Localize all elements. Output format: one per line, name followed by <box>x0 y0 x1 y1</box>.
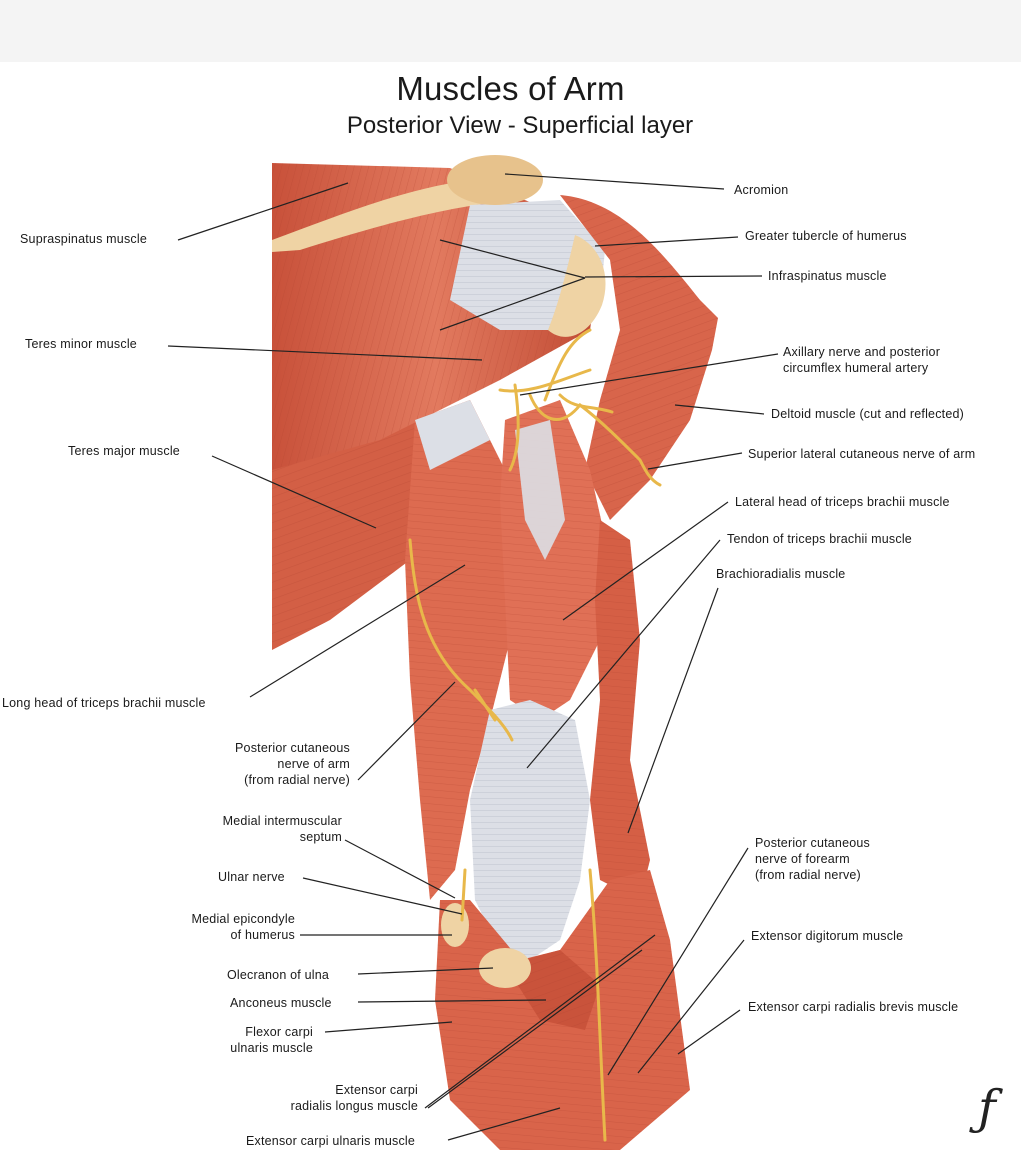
label-extensor-carpi-ulnaris: Extensor carpi ulnaris muscle <box>246 1134 416 1148</box>
label-teres-minor: Teres minor muscle <box>25 337 137 351</box>
label-greater-tubercle: Greater tubercle of humerus <box>745 229 907 243</box>
label-ulnar-nerve: Ulnar nerve <box>218 870 285 884</box>
label-flexor-carpi-ulnaris: Flexor carpi ulnaris muscle <box>230 1025 313 1055</box>
nerves <box>408 328 662 1142</box>
leader-lines <box>167 173 779 1141</box>
label-posterior-cutaneous-forearm: Posterior cutaneous nerve of forearm (fr… <box>755 836 870 882</box>
label-brachioradialis: Brachioradialis muscle <box>716 567 846 581</box>
label-medial-intermuscular-septum: Medial intermuscular septum <box>222 814 342 844</box>
label-extensor-carpi-radialis-brevis: Extensor carpi radialis brevis muscle <box>748 1000 959 1014</box>
top-bar <box>0 0 1021 62</box>
label-tendon-triceps: Tendon of triceps brachii muscle <box>727 532 912 546</box>
label-extensor-carpi-radialis-longus: Extensor carpi radialis longus muscle <box>290 1083 418 1113</box>
label-extensor-digitorum: Extensor digitorum muscle <box>751 929 904 943</box>
label-posterior-cutaneous-arm: Posterior cutaneous nerve of arm (from r… <box>235 741 350 787</box>
greater-tubercle-bone <box>548 235 606 337</box>
label-axillary-nerve: Axillary nerve and posterior circumflex … <box>783 345 941 375</box>
label-long-head-triceps: Long head of triceps brachii muscle <box>2 696 206 710</box>
artist-signature: ƒ <box>978 1080 996 1136</box>
label-medial-epicondyle: Medial epicondyle of humerus <box>191 912 295 942</box>
label-acromion: Acromion <box>734 183 789 197</box>
label-lateral-head-triceps: Lateral head of triceps brachii muscle <box>735 495 950 509</box>
scapular-spine <box>272 178 520 252</box>
label-infraspinatus: Infraspinatus muscle <box>768 269 887 283</box>
diagram-subtitle: Posterior View - Superficial layer <box>346 112 694 139</box>
label-teres-major: Teres major muscle <box>68 444 180 458</box>
acromion-bone <box>447 155 543 205</box>
diagram-title: Muscles of Arm <box>396 70 625 107</box>
olecranon-bone <box>479 948 531 988</box>
label-anconeus: Anconeus muscle <box>230 996 332 1010</box>
label-deltoid: Deltoid muscle (cut and reflected) <box>771 407 964 421</box>
label-olecranon: Olecranon of ulna <box>227 968 330 982</box>
label-superior-lateral-cutaneous: Superior lateral cutaneous nerve of arm <box>748 447 976 461</box>
label-supraspinatus: Supraspinatus muscle <box>20 232 147 246</box>
